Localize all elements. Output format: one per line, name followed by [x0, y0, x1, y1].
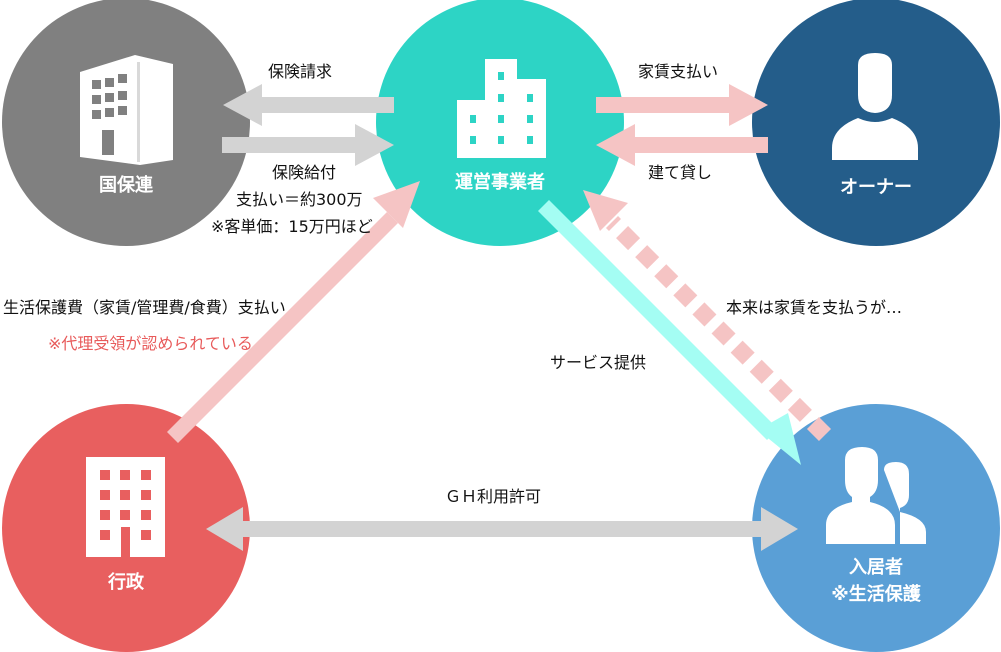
government-building-icon — [86, 457, 165, 557]
node-resident-label-line1: 入居者 — [849, 557, 903, 578]
build-lease-arrow — [596, 124, 768, 166]
build-lease-label: 建て貸し — [648, 163, 713, 182]
building-icon — [80, 55, 173, 165]
service-provision-arrow — [538, 200, 801, 465]
office-building-icon — [457, 59, 546, 158]
gh-permission-label: ＧＨ利用許可 — [445, 487, 542, 506]
proxy-receipt-note: ※代理受領が認められている — [48, 334, 253, 353]
service-provision-label: サービス提供 — [550, 353, 647, 372]
people-icon — [826, 447, 926, 544]
insurance-claim-arrow — [223, 84, 394, 126]
node-operator-label: 運営事業者 — [455, 172, 545, 193]
gh-permission-arrow — [206, 507, 798, 551]
welfare-payment-label: 生活保護費（家賃/管理費/食費）支払い — [3, 298, 286, 317]
insurance-benefit-label: 保険給付 — [272, 163, 337, 182]
originally-pays-label: 本来は家賃を支払うが… — [726, 298, 903, 317]
person-icon — [832, 53, 918, 160]
insurance-claim-label: 保険請求 — [268, 62, 333, 81]
node-kokuhoren-label: 国保連 — [99, 175, 153, 196]
unit-price-label: ※客単価：15万円ほど — [211, 217, 373, 236]
welfare-payment-arrow — [167, 181, 420, 443]
rent-payment-arrow — [596, 84, 768, 126]
insurance-benefit-arrow — [222, 124, 394, 166]
node-government-label: 行政 — [108, 572, 144, 593]
original-rent-dashed-arrow — [583, 190, 832, 442]
payment-amount-label: 支払い＝約300万 — [236, 190, 363, 209]
node-resident-label-line2: ※生活保護 — [831, 584, 921, 605]
node-owner-label: オーナー — [840, 177, 912, 198]
rent-payment-label: 家賃支払い — [638, 62, 719, 81]
